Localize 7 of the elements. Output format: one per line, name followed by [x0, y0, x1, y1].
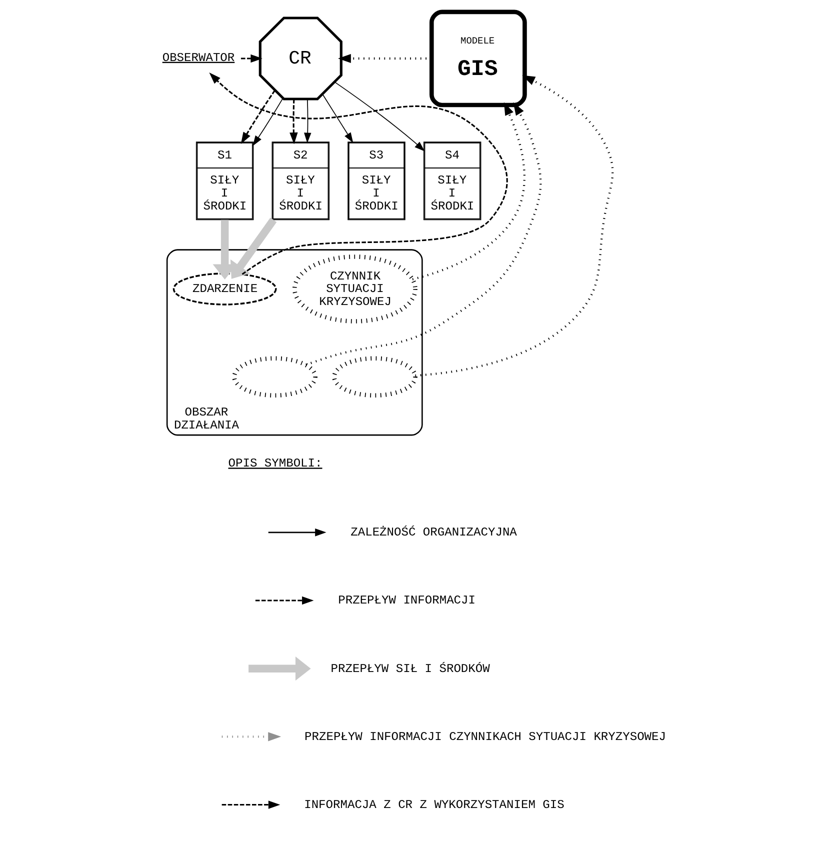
legend-label: PRZEPŁYW INFORMACJI CZYNNIKACH SYTUACJI KRYZYSOWEJ: [304, 730, 666, 744]
label: OPIS SYMBOLI:: [228, 456, 322, 471]
legend-label: ZALEŻNOŚĆ ORGANIZACYJNA: [350, 526, 517, 540]
legend-label: PRZEPŁYW INFORMACJI: [338, 594, 476, 608]
legend-label: PRZEPŁYW SIŁ I ŚRODKÓW: [330, 662, 490, 676]
legend-label: INFORMACJA Z CR Z WYKORZYSTANIEM GIS: [304, 798, 564, 812]
node-text: OBSERWATOR: [162, 50, 235, 65]
